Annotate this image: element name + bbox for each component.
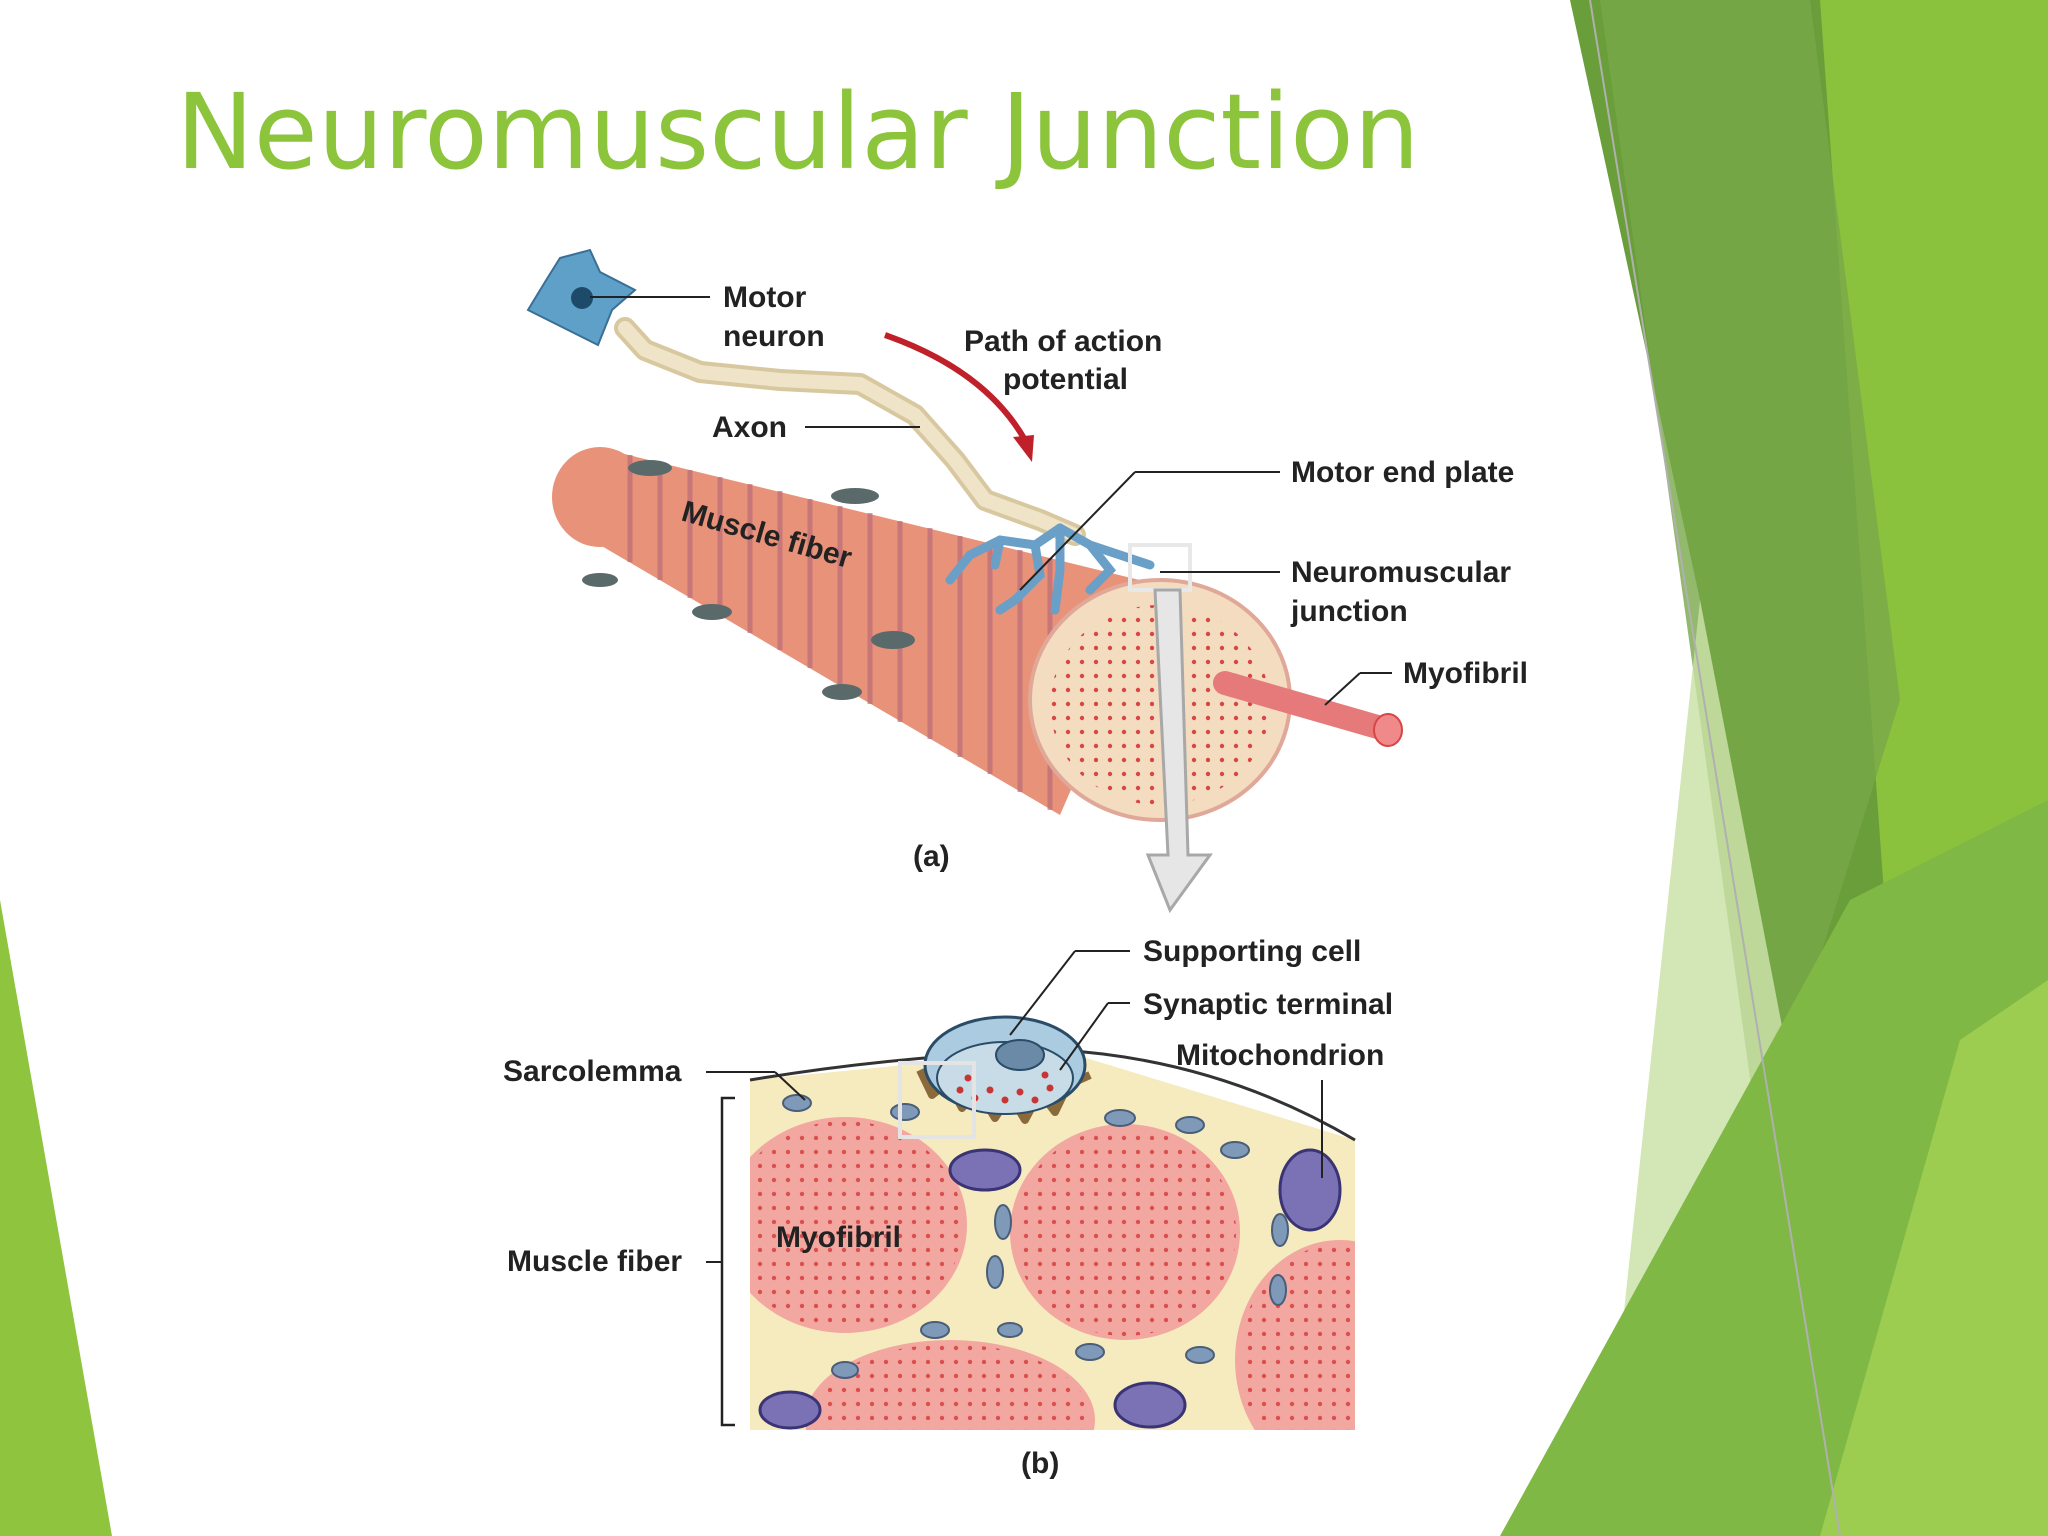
label-muscle-fiber-b: Muscle fiber <box>507 1245 682 1278</box>
panel-a-illustration <box>526 248 1403 914</box>
right-decoration-bright <box>1820 980 2048 1536</box>
label-myofibril-a: Myofibril <box>1403 657 1528 690</box>
label-sarcolemma: Sarcolemma <box>503 1055 682 1088</box>
muscle-fiber-bracket <box>720 1096 735 1427</box>
slide-title: Neuromuscular Junction <box>176 71 1420 193</box>
label-motor-neuron-line2: neuron <box>723 320 825 353</box>
zoom-arrow <box>1145 588 1213 914</box>
myofibril-disc-dots <box>750 1121 1355 1430</box>
muscle-fiber-end-left <box>552 447 648 547</box>
terminal-mitochondrion <box>995 1039 1045 1071</box>
action-potential-arrowhead <box>1013 435 1034 462</box>
label-path-of-action-potential: Path of action <box>964 325 1162 358</box>
decoration-line <box>1589 0 1841 1536</box>
label-motor-end-plate: Motor end plate <box>1291 456 1514 489</box>
action-potential-arrow <box>884 332 1028 442</box>
label-synaptic-terminal: Synaptic terminal <box>1143 988 1393 1021</box>
label-neuromuscular-junction: Neuromuscular <box>1291 556 1511 589</box>
motor-neuron-nucleus <box>571 287 593 309</box>
motor-end-plate-branches <box>945 523 1155 615</box>
myofibril-rod-end <box>1373 713 1403 747</box>
myofibril-rod <box>1213 671 1400 742</box>
label-myofibril-b: Myofibril <box>776 1221 901 1254</box>
muscle-fiber-nuclei <box>582 460 915 700</box>
label-path-of-action-potential-line2: potential <box>1003 363 1128 396</box>
right-decoration-band <box>1600 0 1900 1150</box>
organelles <box>782 1094 1289 1379</box>
label-axon: Axon <box>712 411 787 444</box>
label-supporting-cell: Supporting cell <box>1143 935 1361 968</box>
label-neuromuscular-junction-line2: junction <box>1290 595 1408 628</box>
caption-a: (a) <box>913 840 950 873</box>
caption-b: (b) <box>1021 1447 1059 1480</box>
nmj-zoom-box <box>898 1061 976 1139</box>
label-motor-neuron: Motor <box>723 281 807 314</box>
mitochondria <box>758 1148 1342 1430</box>
left-decoration <box>0 900 112 1536</box>
synaptic-vesicles <box>956 1071 1054 1104</box>
panel-b-illustration <box>706 950 1356 1430</box>
axon-core <box>618 321 1082 542</box>
label-mitochondrion: Mitochondrion <box>1176 1039 1384 1072</box>
